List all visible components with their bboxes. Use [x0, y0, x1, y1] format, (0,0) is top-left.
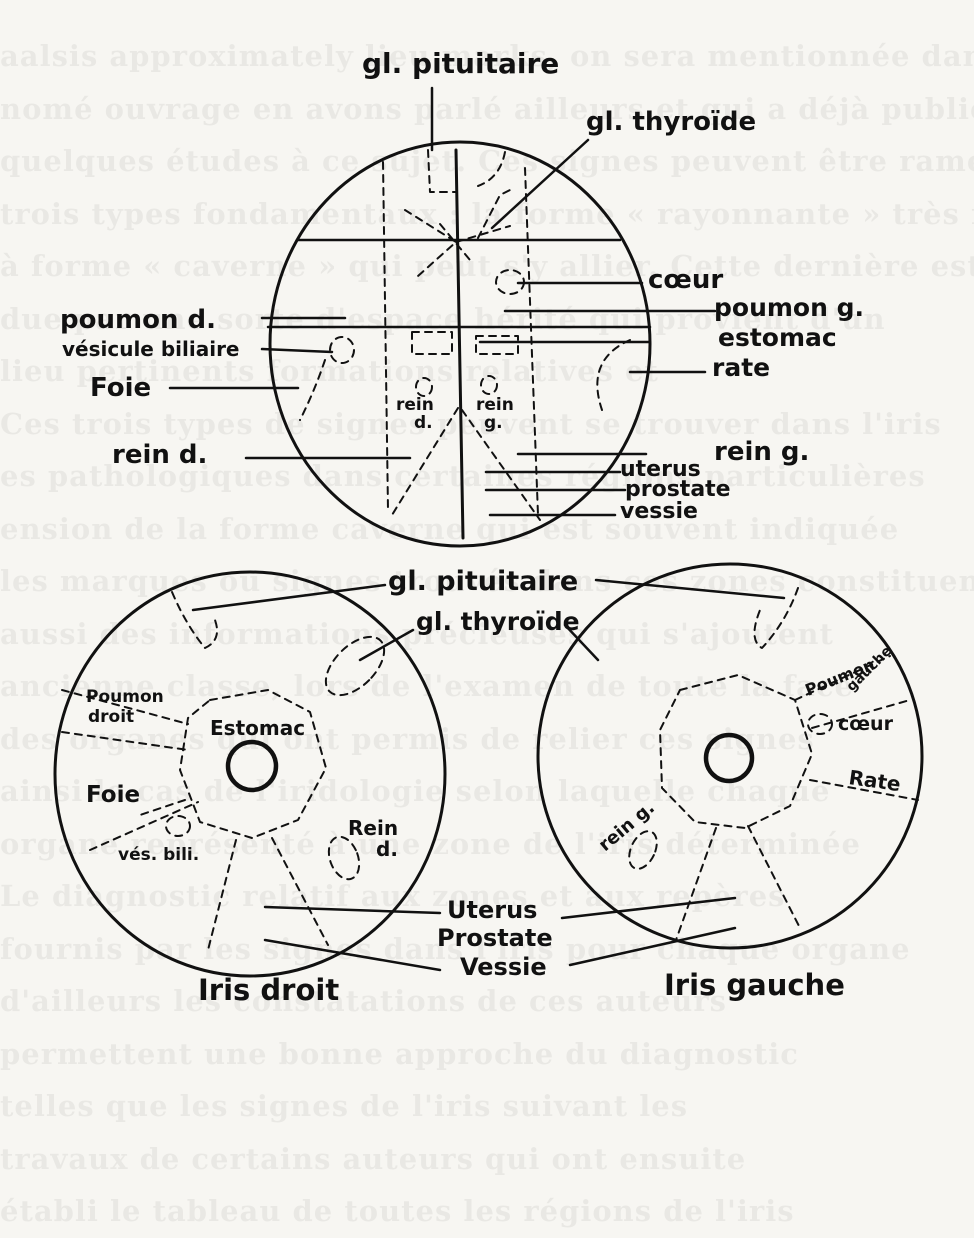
label-right-iris-kidney-2: d. — [376, 837, 398, 861]
top-iris-circle — [268, 140, 652, 548]
leader-b-thyroid-right — [563, 623, 600, 662]
label-top-uterus: uterus — [620, 457, 701, 482]
background-text-line: telles que les signes de l'iris suivant … — [0, 1089, 689, 1123]
top-kidney-left-zone — [480, 375, 498, 395]
label-right-iris-lung-2: droit — [88, 707, 134, 727]
right-iris-stomach-zone — [179, 689, 327, 839]
label-top-inner-right-kidney-1: rein — [396, 395, 434, 415]
right-iris-kidney-zone — [327, 835, 361, 881]
leader-thyroid — [490, 138, 590, 230]
right-iris-pupil — [225, 739, 279, 793]
label-top-right-kidney: rein d. — [112, 440, 207, 470]
label-right-iris-gallbladder: vés. bili. — [118, 845, 199, 865]
label-right-iris-liver: Foie — [86, 782, 140, 808]
label-top-inner-right-kidney-2: d. — [414, 413, 433, 433]
label-top-stomach: estomac — [718, 323, 837, 352]
label-left-iris-kidney: rein g. — [595, 797, 659, 856]
right-iris-gallbladder-lines — [89, 801, 199, 851]
leader-b-thyroid-left — [358, 628, 415, 662]
label-top-heart: cœur — [648, 265, 723, 295]
top-gallbladder-zone — [329, 336, 355, 364]
background-text-line: aalsis approximately lieu marks, on sera… — [0, 39, 974, 73]
label-bottom-prostate: Prostate — [437, 924, 553, 952]
label-right-iris-lung-1: Poumon — [86, 687, 164, 707]
top-spleen-curve — [596, 339, 631, 411]
label-top-bladder: vessie — [620, 499, 698, 524]
background-text-line: des organes qui ont permis de relier ces… — [0, 721, 815, 756]
leader-b-bladder-left — [263, 938, 442, 972]
label-bottom-uterus: Uterus — [447, 896, 537, 924]
top-diagram — [168, 86, 717, 548]
top-thyroid-zone — [477, 189, 511, 239]
label-top-right-lung: poumon d. — [60, 305, 216, 335]
label-top-liver: Foie — [90, 373, 151, 403]
label-top-inner-left-kidney-1: rein — [476, 395, 514, 415]
label-top-gallbladder: vésicule biliaire — [62, 337, 240, 361]
background-text-line: travaux de certains auteurs qui ont ensu… — [0, 1141, 747, 1176]
left-iris-lung-lines — [794, 655, 891, 701]
left-iris-pupil — [703, 732, 755, 784]
right-iris-circle — [53, 570, 447, 978]
label-left-iris-spleen: Rate — [847, 765, 902, 796]
label-left-iris-heart: cœur — [838, 713, 894, 735]
left-iris-spleen-line — [809, 779, 919, 801]
label-top-inner-left-kidney-2: g. — [484, 413, 503, 433]
leader-b-pituitary-left — [191, 583, 387, 612]
top-stomach-zone — [411, 331, 453, 355]
left-iris-kidney-zone — [628, 830, 658, 870]
top-pituitary-zone — [427, 149, 457, 193]
leader-b-uterus-left — [263, 905, 442, 915]
label-bottom-pituitary: gl. pituitaire — [388, 566, 578, 597]
left-iris-title: Iris gauche — [664, 968, 845, 1002]
background-text-line: aussi des informations précieuses qui s'… — [0, 616, 834, 651]
background-text-line: trois types fondamentaux : la forme « ra… — [0, 196, 974, 231]
leader-b-uterus-right — [560, 896, 737, 920]
iridology-diagram: gl. pituitaire gl. thyroïde cœur poumon … — [53, 47, 924, 1007]
label-top-spleen: rate — [712, 353, 770, 382]
right-iris-pituitary-zone — [171, 591, 218, 649]
label-top-pituitary: gl. pituitaire — [362, 47, 559, 80]
left-iris-bottom-wedge — [675, 827, 717, 941]
leader-b-pituitary-right — [594, 578, 786, 600]
left-iris-heart-zone — [807, 713, 833, 735]
background-text-line: permettent une bonne approche du diagnos… — [0, 1036, 799, 1071]
background-text-line: établi le tableau de toutes les régions … — [0, 1194, 795, 1228]
background-text-line: d'ailleurs les constatations de ces aute… — [0, 984, 727, 1018]
left-iris-diagram — [536, 562, 924, 950]
left-iris-circle — [536, 562, 924, 950]
label-top-thyroid: gl. thyroïde — [586, 107, 756, 137]
background-text-line: à forme « caverne » qui peut s'y allier.… — [0, 249, 974, 283]
label-top-prostate: prostate — [625, 477, 731, 502]
top-kidney-right-zone — [415, 377, 433, 397]
top-center-rays — [404, 209, 457, 277]
label-bottom-bladder: Vessie — [460, 953, 547, 981]
right-iris-title: Iris droit — [198, 973, 339, 1007]
top-bottom-wedge — [391, 407, 459, 516]
label-right-iris-kidney-1: Rein — [348, 816, 398, 840]
label-top-left-kidney: rein g. — [714, 437, 809, 467]
label-top-left-lung: poumon g. — [714, 293, 864, 322]
right-iris-bottom-wedge — [207, 839, 237, 951]
right-iris-diagram — [53, 570, 447, 978]
background-text-line: quelques études à ce sujet. Ces signes p… — [0, 144, 974, 178]
left-iris-stomach-zone — [659, 674, 813, 829]
label-right-iris-stomach: Estomac — [210, 716, 305, 740]
top-dashed-left-vertical — [382, 161, 389, 511]
right-iris-thyroid-zone — [324, 635, 386, 697]
background-text-line: ainsi le cas de l'iridologie selon laque… — [0, 774, 831, 808]
leader-b-bladder-right — [568, 926, 737, 967]
top-center-line — [454, 148, 465, 540]
label-bottom-thyroid: gl. thyroïde — [416, 607, 580, 636]
top-liver-curve — [299, 359, 326, 421]
background-text-line: Ces trois types de signes peuvent se tro… — [0, 406, 942, 441]
background-text-line: nomé ouvrage en avons parlé ailleurs et … — [0, 91, 974, 126]
left-iris-pituitary-zone — [753, 587, 799, 649]
background-text-line: ension de la forme caverne qui est souve… — [0, 511, 900, 546]
right-iris-lung-lines — [61, 689, 189, 725]
leader-gallbladder — [260, 347, 334, 354]
background-text-line: due par une sorte d'espace hérité qui pr… — [0, 301, 886, 336]
background-text-line: lieu pertinents formations relatives et — [0, 354, 659, 388]
